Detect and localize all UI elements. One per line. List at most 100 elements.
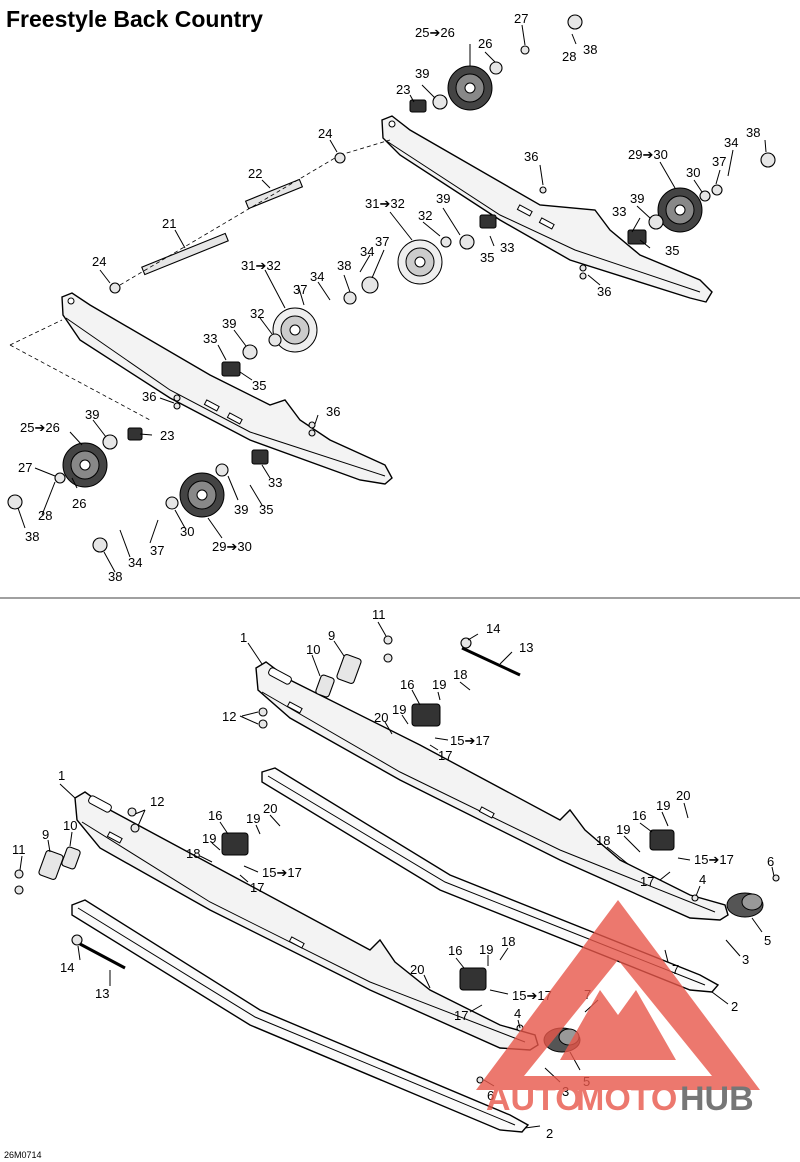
callout-20: 20 (374, 710, 388, 725)
callout-37: 37 (293, 282, 307, 297)
callout-19: 19 (479, 942, 493, 957)
callout-9: 9 (328, 628, 335, 643)
callout-29-30: 29➔30 (212, 539, 252, 554)
callout-1: 1 (58, 768, 65, 783)
callout-10: 10 (306, 642, 320, 657)
callout-19: 19 (616, 822, 630, 837)
callout-19: 19 (432, 677, 446, 692)
callout-33: 33 (203, 331, 217, 346)
callout-14: 14 (60, 960, 74, 975)
frame-rail-left (74, 791, 539, 1051)
callout-30: 30 (180, 524, 194, 539)
callout-4: 4 (699, 872, 706, 887)
callout-5: 5 (764, 933, 771, 948)
callout-35: 35 (665, 243, 679, 258)
callout-15-17: 15➔17 (512, 988, 552, 1003)
wheel-25-upper (447, 65, 493, 111)
callout-16: 16 (400, 677, 414, 692)
callout-16: 16 (448, 943, 462, 958)
callout-19: 19 (392, 702, 406, 717)
watermark-triangle (476, 900, 760, 1090)
watermark-logo: AUTO MOTO HUB (476, 900, 760, 1118)
callout-26: 26 (478, 36, 492, 51)
wheel-31-lower (272, 307, 318, 353)
callout-21: 21 (162, 216, 176, 231)
callout-17: 17 (438, 748, 452, 763)
callout-17: 17 (454, 1008, 468, 1023)
callout-19: 19 (202, 831, 216, 846)
callout-15-17: 15➔17 (694, 852, 734, 867)
shaft-21 (141, 232, 229, 276)
callout-35: 35 (480, 250, 494, 265)
callout-16: 16 (208, 808, 222, 823)
callout-33: 33 (500, 240, 514, 255)
callout-39: 39 (222, 316, 236, 331)
callout-17: 17 (250, 880, 264, 895)
callout-30: 30 (686, 165, 700, 180)
figure-code: 26M0714 (4, 1150, 42, 1160)
callout-1: 1 (240, 630, 247, 645)
top-leaders (17, 24, 767, 573)
bottom-assembly: 11 14 1 9 13 10 16 18 19 12 20 19 15➔17 … (12, 607, 780, 1141)
callout-34: 34 (310, 269, 324, 284)
callout-38: 38 (583, 42, 597, 57)
callout-37: 37 (150, 543, 164, 558)
callout-3: 3 (562, 1084, 569, 1099)
callout-39: 39 (234, 502, 248, 517)
callout-35: 35 (252, 378, 266, 393)
rail-upper-right (381, 115, 713, 303)
callout-37: 37 (712, 154, 726, 169)
callout-38: 38 (746, 125, 760, 140)
callout-27: 27 (514, 11, 528, 26)
callout-35: 35 (259, 502, 273, 517)
wheel-29-lower (179, 472, 225, 518)
callout-20: 20 (410, 962, 424, 977)
rail-lower-left (61, 292, 393, 485)
callout-36: 36 (524, 149, 538, 164)
callout-26: 26 (72, 496, 86, 511)
callout-38: 38 (25, 529, 39, 544)
callout-36: 36 (597, 284, 611, 299)
callout-14: 14 (486, 621, 500, 636)
callout-34: 34 (360, 244, 374, 259)
callout-9: 9 (42, 827, 49, 842)
callout-36: 36 (142, 389, 156, 404)
callout-31-32: 31➔32 (365, 196, 405, 211)
callout-19: 19 (656, 798, 670, 813)
callout-18: 18 (501, 934, 515, 949)
callout-7: 7 (672, 962, 679, 977)
end-cap-right (726, 892, 764, 918)
diagram-title: Freestyle Back Country (6, 6, 263, 32)
callout-18: 18 (453, 667, 467, 682)
callout-39: 39 (85, 407, 99, 422)
callout-25-26: 25➔26 (415, 25, 455, 40)
callout-28: 28 (562, 49, 576, 64)
callout-32: 32 (418, 208, 432, 223)
callout-32: 32 (250, 306, 264, 321)
callout-22: 22 (248, 166, 262, 181)
watermark-text-hub: HUB (680, 1080, 754, 1118)
callout-23: 23 (160, 428, 174, 443)
callout-24: 24 (92, 254, 106, 269)
bottom-leaders (19, 621, 775, 1129)
callout-28: 28 (38, 508, 52, 523)
callout-13: 13 (519, 640, 533, 655)
callout-37: 37 (375, 234, 389, 249)
callout-23: 23 (396, 82, 410, 97)
callout-10: 10 (63, 818, 77, 833)
callout-11: 11 (12, 842, 26, 857)
callout-39: 39 (415, 66, 429, 81)
callout-34: 34 (128, 555, 142, 570)
callout-2: 2 (731, 999, 738, 1014)
callout-27: 27 (18, 460, 32, 475)
callout-18: 18 (186, 846, 200, 861)
callout-12: 12 (150, 794, 164, 809)
callout-13: 13 (95, 986, 109, 1001)
callout-12: 12 (222, 709, 236, 724)
callout-11: 11 (372, 607, 386, 622)
watermark-text-auto: AUTO (486, 1080, 582, 1118)
callout-20: 20 (676, 788, 690, 803)
callout-4: 4 (514, 1006, 521, 1021)
callout-31-32: 31➔32 (241, 258, 281, 273)
callout-33: 33 (268, 475, 282, 490)
